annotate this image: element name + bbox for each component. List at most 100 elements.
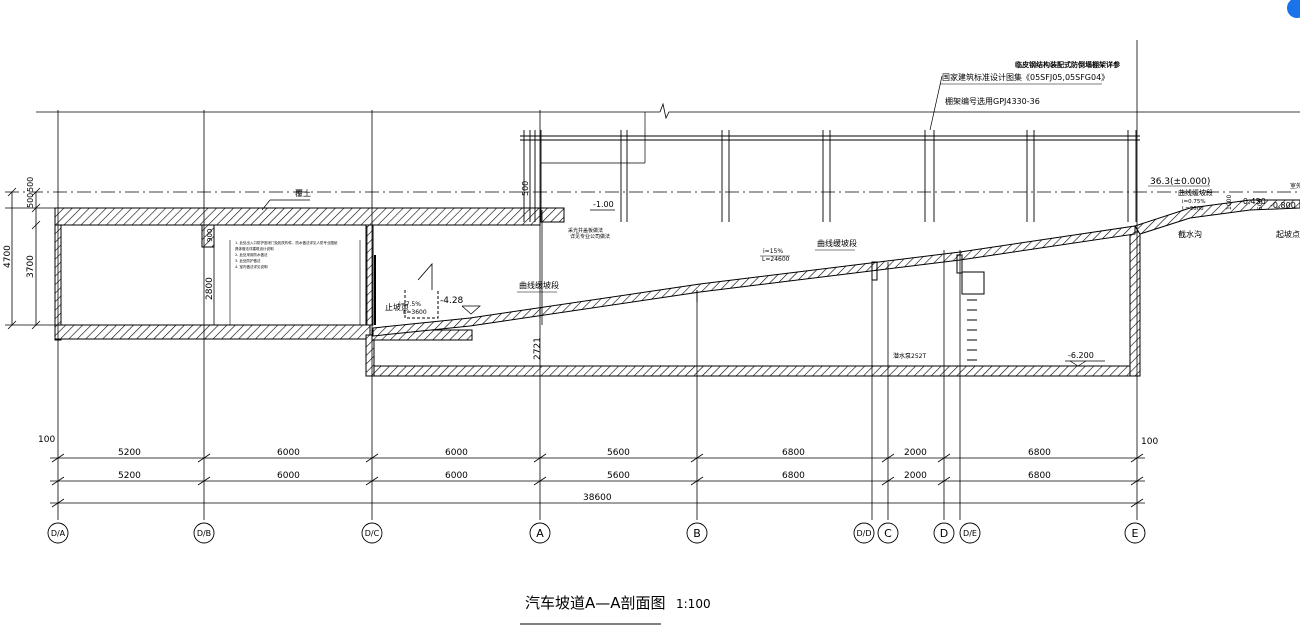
svg-text:2. 此处采用防水做法: 2. 此处采用防水做法: [235, 252, 268, 257]
right-slope-l: L=3600: [1182, 206, 1204, 212]
axis-bubble: [193, 522, 215, 544]
dim-2800: 2800: [205, 277, 215, 300]
axis-label-c: C: [884, 527, 892, 540]
dim-chains: [50, 453, 1145, 508]
dim-r1-4: 6800: [782, 448, 805, 458]
pump-ladder: [967, 299, 977, 361]
left-room-notes: 1. 此处出入口防护密闭门及相关构件，防水做法详见人防专业图纸 具体做法详建筑设…: [235, 240, 338, 269]
elev-minus-6-200: -6.200: [1068, 351, 1094, 360]
beam-db: [201, 224, 215, 248]
outdoor-label: 室外: [1290, 182, 1300, 190]
svg-text:1. 此处出入口防护密闭门及相关构件，防水做法详见人防专业图: 1. 此处出入口防护密闭门及相关构件，防水做法详见人防专业图纸: [235, 240, 338, 245]
dim-r2-4: 6800: [782, 471, 805, 481]
canopy-note-1: 临皮钢结构装配式防倒塌棚架详参: [1015, 60, 1121, 69]
svg-text:具体做法详建筑设计说明: 具体做法详建筑设计说明: [235, 246, 274, 251]
canopy-posts: [523, 130, 1137, 222]
elev-minus-1-00: -1.00: [593, 200, 614, 209]
pit-right-wall: [1129, 231, 1141, 377]
axis-bubble: [361, 522, 383, 544]
svg-text:4. 室内做法详见说明: 4. 室内做法详见说明: [235, 264, 268, 269]
axis-label-de: D/E: [963, 529, 977, 538]
window-indicator-dot: [1287, 0, 1300, 18]
drawing-title: 汽车坡道A—A剖面图: [525, 594, 666, 612]
dim-total: 38600: [583, 493, 612, 503]
pump-box: [961, 271, 985, 295]
vent-symbol: [404, 290, 439, 319]
svg-text:3. 此处防护做法: 3. 此处防护做法: [235, 258, 261, 263]
axis-label-dd: D/D: [856, 529, 871, 538]
dim-edge-right: 100: [1141, 437, 1158, 447]
axis-label-b: B: [693, 527, 701, 540]
axis-label-db: D/B: [197, 529, 211, 538]
axis-bubble: [686, 522, 708, 544]
left-slope-i: i=7.5%: [399, 301, 421, 308]
hatch-note-1: 采光井盖板做法: [568, 227, 603, 234]
hatch-note-2: 详见专业公司做法: [570, 233, 610, 240]
dim-right-1000: 1000: [1226, 195, 1233, 210]
post-c: [871, 261, 878, 281]
datum-lines: [5, 102, 1300, 326]
fill-soil-label: 覆土: [295, 188, 311, 198]
curve-slope-label-1: 曲线缓坡段: [817, 238, 857, 248]
axis-bubble: [1124, 522, 1146, 544]
axis-bubble: [959, 522, 981, 544]
post-d: [956, 254, 963, 274]
dim-edge-left: 100: [38, 435, 55, 445]
dim-r1-5: 2000: [904, 448, 927, 458]
axis-lines: [57, 40, 1138, 520]
axis-bubble: [933, 522, 955, 544]
dim-4700: 4700: [3, 245, 13, 268]
curve-slope-label-3: 曲线缓坡段: [1178, 188, 1213, 197]
axis-label-dc: D/C: [365, 529, 380, 538]
axis-bubble: [853, 522, 875, 544]
curve-slope-label-2: 曲线缓坡段: [519, 280, 559, 290]
dim-r2-6: 6800: [1028, 471, 1051, 481]
pump-label: 潜水泵252T: [893, 352, 926, 360]
wall-dc: [365, 224, 374, 326]
canopy-note-3: 棚架编号选用GPJ4330-36: [945, 96, 1040, 106]
axis-bubble: [529, 522, 551, 544]
axis-bubble: [47, 522, 69, 544]
left-floor-slab: [54, 324, 371, 340]
dim-r2-0: 5200: [118, 471, 141, 481]
axis-bubble: [877, 522, 899, 544]
dim-r1-2: 6000: [445, 448, 468, 458]
elev-minus-0-800: -0.800: [1270, 201, 1296, 210]
dim-r2-1: 6000: [277, 471, 300, 481]
entrance-slab: [1134, 199, 1300, 235]
axis-label-da: D/A: [51, 529, 66, 538]
dim-ramp-500: 500: [521, 181, 530, 196]
dim-r2-3: 5600: [607, 471, 630, 481]
dim-r1-6: 6800: [1028, 448, 1051, 458]
canopy: [520, 75, 1140, 222]
left-vertical-dims: [7, 187, 543, 330]
ramp-top-stub: [539, 207, 565, 223]
axis-bubbles: [47, 522, 1146, 544]
dim-r1-1: 6000: [277, 448, 300, 458]
water-stop-label: 截水沟: [1178, 229, 1202, 239]
drawing-scale: 1:100: [676, 597, 711, 611]
roof-slab: [54, 207, 541, 226]
dim-3700: 3700: [26, 255, 36, 278]
dim-500-a: 500: [26, 193, 35, 208]
pit-floor-slab: [367, 365, 1141, 377]
elev-minus-0-450: -0.450: [1240, 197, 1266, 206]
ramp-slab: [372, 225, 1136, 337]
axis-label-e: E: [1132, 527, 1139, 540]
axis-label-a: A: [536, 527, 544, 540]
start-slope-label: 起坡点: [1276, 229, 1300, 239]
dim-r1-0: 5200: [118, 448, 141, 458]
ref-elevation: 36.3(±0.000): [1150, 177, 1210, 187]
elev-minus-4-28: -4.28: [440, 296, 464, 306]
main-slope-l: L=24600: [762, 256, 790, 263]
pit-left-wall: [365, 334, 375, 377]
dim-2721: 2721: [533, 337, 543, 360]
stop-slope-label: 止坡点: [385, 302, 409, 312]
dim-r2-2: 6000: [445, 471, 468, 481]
structure: [54, 199, 1300, 377]
axis-label-d: D: [940, 527, 948, 540]
dim-500-b: 500: [26, 177, 35, 192]
dim-right-500: 500: [1257, 198, 1264, 210]
canopy-note-2: 国家建筑标准设计图集《05SFJ05,05SFG04》: [942, 72, 1109, 82]
right-slope-i: i=0.75%: [1182, 199, 1206, 205]
